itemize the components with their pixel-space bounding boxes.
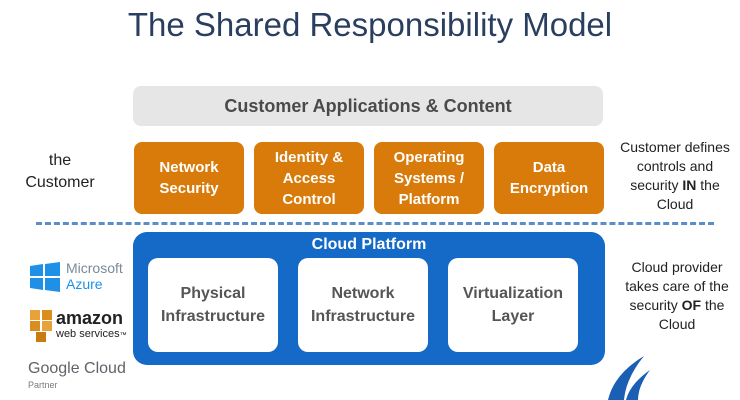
- aws-logo-line2-text: web services: [56, 328, 120, 340]
- customer-note-tail: the Cloud: [656, 177, 720, 212]
- provider-note-text: Cloud provider takes care of the securit…: [625, 259, 729, 313]
- amazon-web-services-logo: amazon web services™: [26, 304, 131, 348]
- customer-applications-bar: Customer Applications & Content: [133, 86, 603, 126]
- physical-infrastructure-box: Physical Infrastructure: [148, 258, 278, 352]
- google-cloud-partner-logo: Google Cloud Partner: [24, 356, 134, 396]
- microsoft-azure-logo: Microsoft Azure: [26, 258, 131, 294]
- page-title: The Shared Responsibility Model: [127, 6, 613, 43]
- azure-logo-line1: Microsoft: [66, 260, 123, 276]
- aws-logo-line1: amazon: [56, 308, 124, 328]
- provider-note-tail: the Cloud: [658, 297, 725, 332]
- azure-logo-line2: Azure: [66, 276, 103, 292]
- operating-systems-box: Operating Systems / Platform: [374, 142, 484, 214]
- data-encryption-box: Data Encryption: [494, 142, 604, 214]
- aws-logo-line2: web services™: [56, 328, 127, 340]
- responsibility-divider: [36, 222, 714, 225]
- provider-note-emphasis: OF: [681, 297, 702, 313]
- customer-note-emphasis: IN: [682, 177, 697, 193]
- customer-responsibility-note: Customer defines controls and security I…: [612, 138, 738, 214]
- cloud-platform-title: Cloud Platform: [311, 236, 427, 253]
- virtualization-layer-box: Virtualization Layer: [448, 258, 578, 352]
- network-infrastructure-box: Network Infrastructure: [298, 258, 428, 352]
- identity-access-control-box: Identity & Access Control: [254, 142, 364, 214]
- google-cloud-logo-sub: Partner: [28, 380, 58, 390]
- windows-icon: [30, 262, 60, 292]
- customer-note-text: Customer defines controls and security: [620, 139, 730, 193]
- google-cloud-logo-name: Google Cloud: [28, 360, 126, 377]
- provider-responsibility-note: Cloud provider takes care of the securit…: [614, 258, 740, 334]
- corner-wing-logo: [608, 356, 650, 400]
- customer-label: the Customer: [25, 152, 95, 191]
- aws-trademark: ™: [119, 332, 127, 339]
- network-security-box: Network Security: [134, 142, 244, 214]
- aws-cubes-icon: [30, 310, 52, 342]
